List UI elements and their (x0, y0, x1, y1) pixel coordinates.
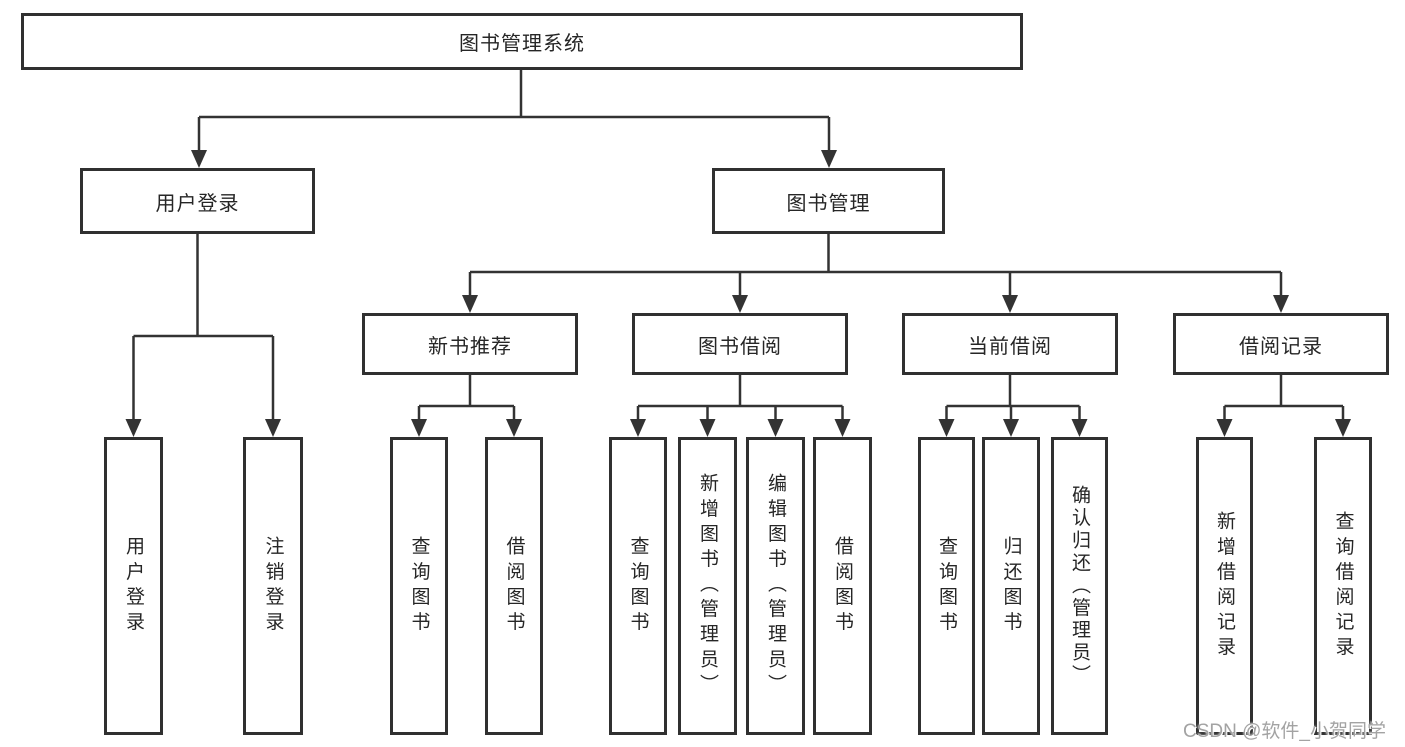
leaf-return-book: 归还图书 (982, 437, 1040, 735)
node-user-login: 用户登录 (80, 168, 315, 234)
csdn-watermark: CSDN @软件_小贺同学 (1183, 721, 1386, 742)
node-current-borrowing: 当前借阅 (902, 313, 1118, 375)
leaf-add-borrow-record: 新增借阅记录 (1196, 437, 1253, 735)
node-system-root: 图书管理系统 (21, 13, 1023, 70)
node-book-management: 图书管理 (712, 168, 945, 234)
leaf-query-book-borrowing: 查询图书 (609, 437, 667, 735)
leaf-logout: 注销登录 (243, 437, 303, 735)
leaf-edit-book-admin: 编辑图书（管理员） (746, 437, 805, 735)
leaf-user-login: 用户登录 (104, 437, 163, 735)
node-new-book-recommend: 新书推荐 (362, 313, 578, 375)
leaf-borrow-book: 借阅图书 (813, 437, 872, 735)
node-borrowing-records: 借阅记录 (1173, 313, 1389, 375)
leaf-query-borrow-record: 查询借阅记录 (1314, 437, 1372, 735)
leaf-query-book-recommend: 查询图书 (390, 437, 448, 735)
leaf-add-book-admin: 新增图书（管理员） (678, 437, 737, 735)
arrowheads (125, 150, 1351, 437)
node-book-borrowing: 图书借阅 (632, 313, 848, 375)
leaf-borrow-book-recommend: 借阅图书 (485, 437, 543, 735)
leaf-confirm-return-admin: 确认归还（管理员） (1051, 437, 1108, 735)
leaf-query-book-current: 查询图书 (918, 437, 975, 735)
